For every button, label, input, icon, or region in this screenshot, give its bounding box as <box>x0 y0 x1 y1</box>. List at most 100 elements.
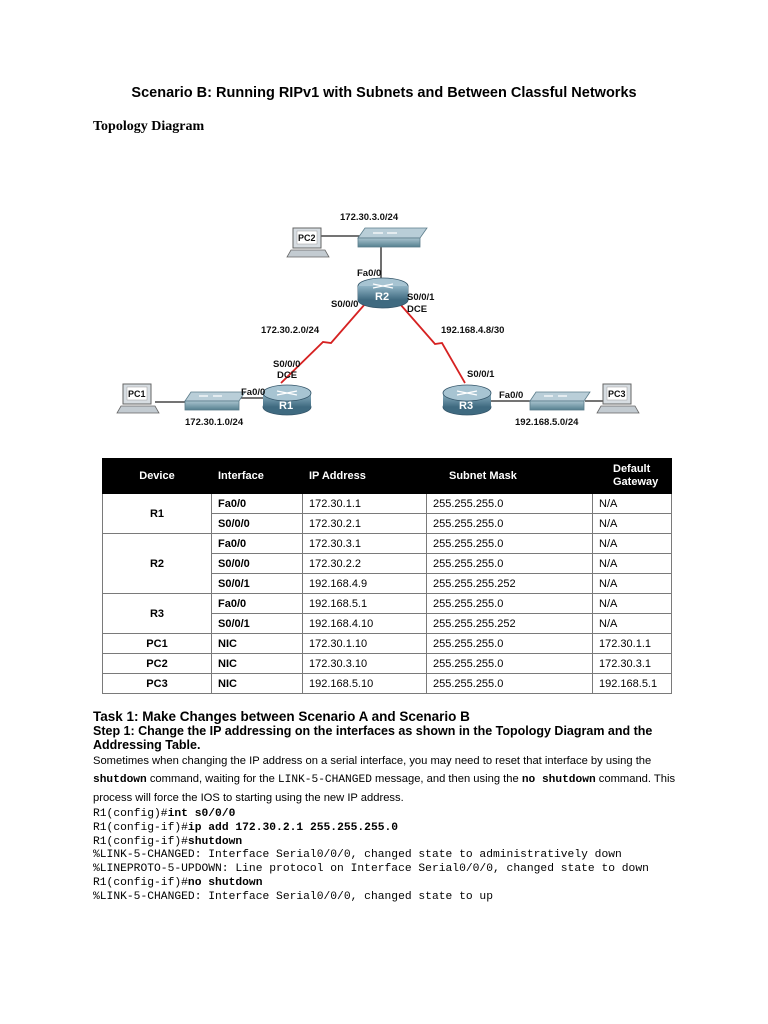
cell-ip: 172.30.2.2 <box>302 553 427 574</box>
cell-mask: 255.255.255.0 <box>426 593 593 614</box>
cell-device: R1 <box>102 493 212 534</box>
cell-gateway: N/A <box>592 553 672 574</box>
svg-text:R2: R2 <box>375 291 389 303</box>
table-row: PC2 NIC 172.30.3.10 255.255.255.0 172.30… <box>102 653 672 674</box>
cell-device: R3 <box>102 593 212 634</box>
col-interface: Interface <box>211 458 303 494</box>
cli-command: shutdown <box>187 835 243 848</box>
r2-s001-label: S0/0/1 <box>407 292 435 303</box>
cell-gateway: N/A <box>592 573 672 594</box>
table-row: PC1 NIC 172.30.1.10 255.255.255.0 172.30… <box>102 633 672 654</box>
cell-ip: 172.30.1.1 <box>302 493 427 514</box>
cli-line: R1(config-if)#shutdown <box>93 836 703 850</box>
para-text-1: Sometimes when changing the IP address o… <box>93 755 652 767</box>
addressing-table: Device Interface IP Address Subnet Mask … <box>102 458 672 694</box>
cli-line: %LINK-5-CHANGED: Interface Serial0/0/0, … <box>93 891 703 905</box>
cell-gateway: 172.30.1.1 <box>592 633 672 654</box>
topology-heading: Topology Diagram <box>93 119 205 134</box>
table-row: R1 Fa0/0 172.30.1.1 255.255.255.0 N/A <box>102 493 672 534</box>
col-ip-address: IP Address <box>302 458 427 494</box>
cell-mask: 255.255.255.0 <box>426 493 593 514</box>
cell-ip: 192.168.4.10 <box>302 613 427 634</box>
cli-line: R1(config-if)#ip add 172.30.2.1 255.255.… <box>93 822 703 836</box>
svg-text:PC2: PC2 <box>298 233 316 243</box>
svg-text:R3: R3 <box>459 400 473 412</box>
cli-prompt: R1(config-if)# <box>93 821 188 834</box>
cli-prompt: R1(config)# <box>93 808 168 820</box>
link-r2-r3-label: 192.168.4.8/30 <box>441 325 504 336</box>
lan-r3-label: 192.168.5.0/24 <box>515 417 579 428</box>
cli-prompt: R1(config-if)# <box>93 835 188 848</box>
col-device: Device <box>102 458 212 494</box>
router-r2-icon: R2 <box>357 277 409 309</box>
cell-interface: NIC <box>211 653 303 674</box>
cell-interface: NIC <box>211 673 303 694</box>
col-subnet-mask: Subnet Mask <box>426 458 593 494</box>
ethernet-links <box>155 235 605 403</box>
para-text-2: command, waiting for the <box>146 773 278 785</box>
cell-gateway: 192.168.5.1 <box>592 673 672 694</box>
page-title: Scenario B: Running RIPv1 with Subnets a… <box>131 85 637 101</box>
cell-gateway: N/A <box>592 513 672 534</box>
svg-text:R1: R1 <box>279 400 293 412</box>
cell-device: PC3 <box>102 673 212 694</box>
r2-s000-label: S0/0/0 <box>331 299 358 310</box>
cell-interface: NIC <box>211 633 303 654</box>
cell-gateway: N/A <box>592 613 672 634</box>
cell-device: R2 <box>102 533 212 594</box>
cell-mask: 255.255.255.252 <box>426 613 593 634</box>
r2-dce-label: DCE <box>407 304 427 315</box>
r1-fa-label: Fa0/0 <box>241 387 265 398</box>
table-row: S0/0/1 192.168.4.9 255.255.255.252 N/A <box>103 573 672 594</box>
r1-dce-label: DCE <box>277 370 297 381</box>
serial-links <box>280 303 466 384</box>
cell-interface: Fa0/0 <box>211 593 303 614</box>
topology-diagram: PC2 R2 PC1 <box>116 212 640 428</box>
cell-mask: 255.255.255.252 <box>426 573 593 594</box>
cli-line: %LINEPROTO-5-UPDOWN: Line protocol on In… <box>93 863 703 877</box>
cell-ip: 192.168.5.10 <box>302 673 427 694</box>
cell-device: PC1 <box>102 633 212 654</box>
pc3-icon: PC3 <box>596 383 640 414</box>
cli-line: R1(config-if)#no shutdown <box>93 877 703 891</box>
para-text-3: message, and then using the <box>371 773 522 785</box>
router-r1-icon: R1 <box>262 384 312 416</box>
cell-ip: 172.30.3.10 <box>302 653 427 674</box>
link-changed-message: LINK-5-CHANGED <box>277 774 372 786</box>
cell-mask: 255.255.255.0 <box>426 673 593 694</box>
switch-icon <box>184 391 246 411</box>
cell-mask: 255.255.255.0 <box>426 513 593 534</box>
cell-ip: 192.168.4.9 <box>302 573 427 594</box>
cell-gateway: 172.30.3.1 <box>592 653 672 674</box>
switch-icon <box>529 391 591 411</box>
para-text-4: command. This process will force the IOS… <box>93 773 676 804</box>
cli-output: R1(config)#int s0/0/0 R1(config-if)#ip a… <box>93 808 703 905</box>
svg-text:PC3: PC3 <box>608 389 626 399</box>
cell-mask: 255.255.255.0 <box>426 533 593 554</box>
r3-s001-label: S0/0/1 <box>467 369 495 380</box>
r2-fa-label: Fa0/0 <box>357 268 381 279</box>
cell-ip: 192.168.5.1 <box>302 593 427 614</box>
cli-message: %LINK-5-CHANGED: Interface Serial0/0/0, … <box>93 890 493 903</box>
cli-prompt: R1(config-if)# <box>93 876 188 889</box>
r1-s000-label: S0/0/0 <box>273 359 300 370</box>
cell-gateway: N/A <box>592 593 672 614</box>
cell-interface: Fa0/0 <box>211 533 303 554</box>
cell-gateway: N/A <box>592 533 672 554</box>
cell-interface: S0/0/0 <box>211 513 303 534</box>
cli-command: no shutdown <box>187 876 263 889</box>
step-heading: Step 1: Change the IP addressing on the … <box>93 724 653 752</box>
cell-interface: Fa0/0 <box>211 493 303 514</box>
table-row: PC3 NIC 192.168.5.10 255.255.255.0 192.1… <box>102 673 672 694</box>
no-shutdown-command: no shutdown <box>521 774 596 786</box>
svg-text:PC1: PC1 <box>128 389 146 399</box>
col-default-gateway: Default Gateway <box>592 458 672 494</box>
shutdown-command: shutdown <box>93 774 147 786</box>
instruction-paragraph: Sometimes when changing the IP address o… <box>93 752 693 807</box>
cli-line: R1(config)#int s0/0/0 <box>93 808 703 822</box>
cell-ip: 172.30.3.1 <box>302 533 427 554</box>
link-r1-r2-label: 172.30.2.0/24 <box>261 325 320 336</box>
cell-ip: 172.30.1.10 <box>302 633 427 654</box>
cell-interface: S0/0/1 <box>211 573 303 594</box>
